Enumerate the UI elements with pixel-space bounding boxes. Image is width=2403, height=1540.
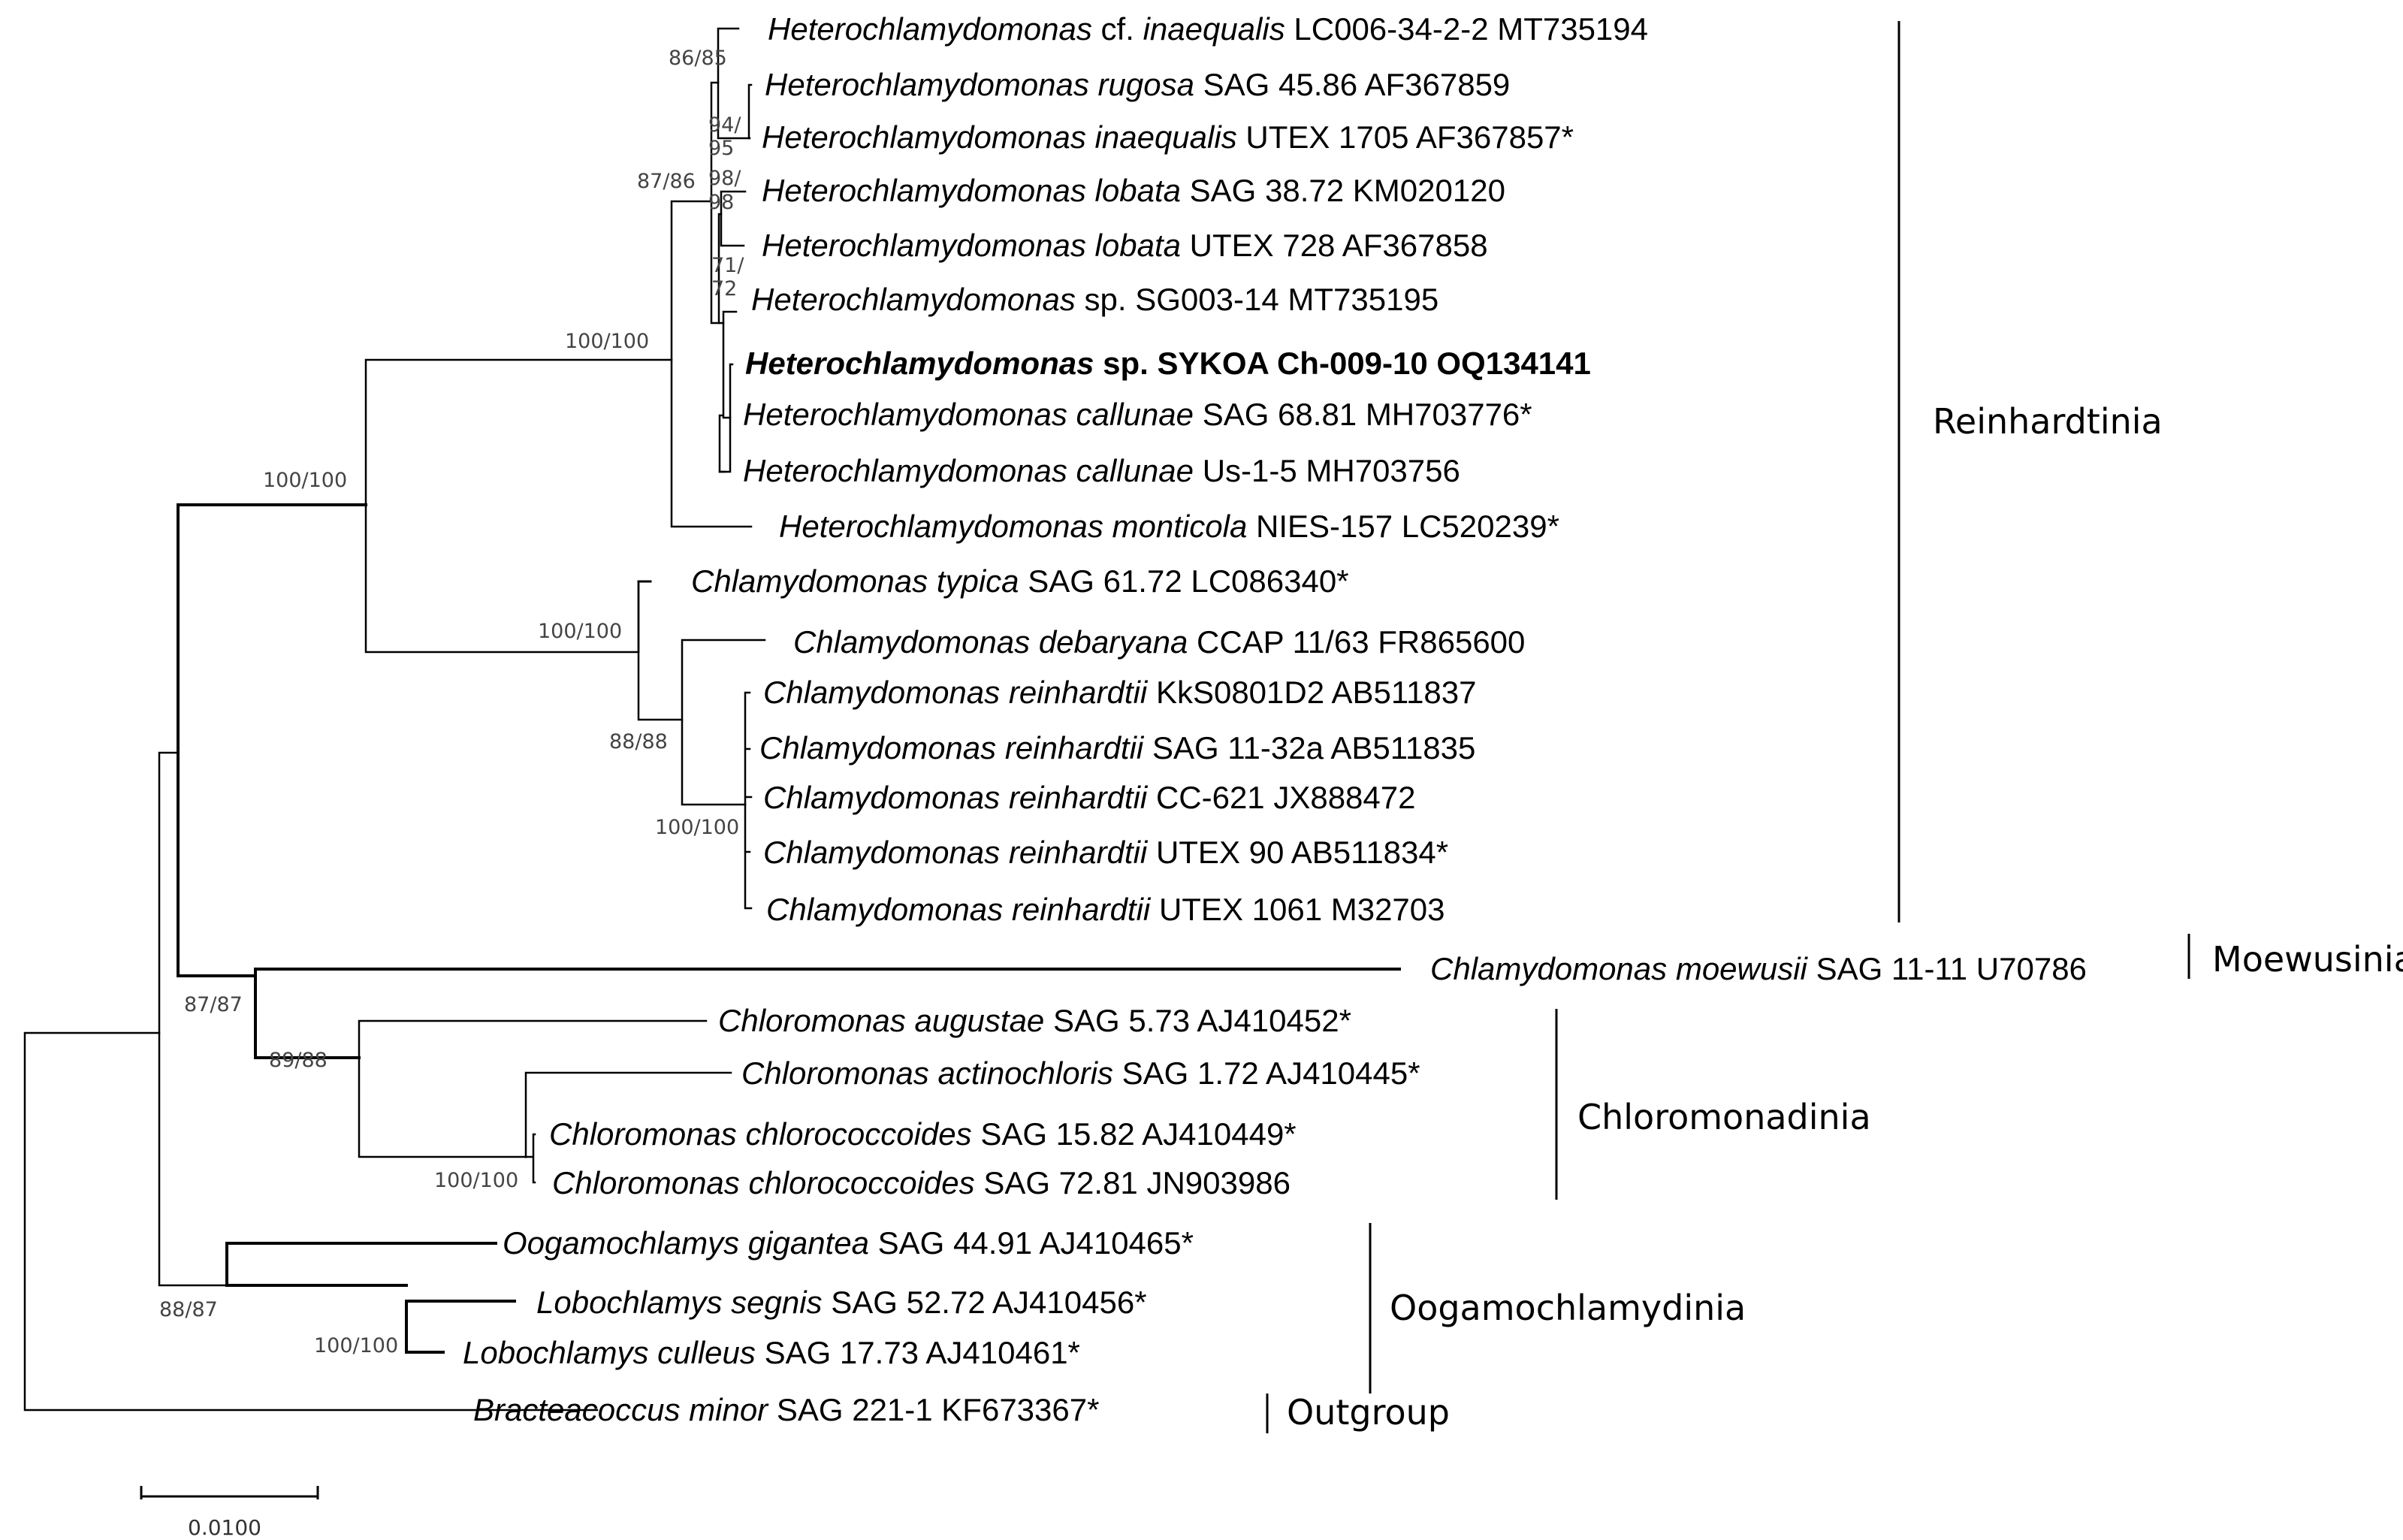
hetero-top-node	[717, 27, 750, 140]
taxon-label: Heterochlamydomonas inaequalis UTEX 1705…	[762, 119, 1574, 155]
taxon-label: Chlamydomonas typica SAG 61.72 LC086340*	[691, 563, 1349, 599]
taxon-label: Chloromonas chlorococcoides SAG 15.82 AJ…	[549, 1116, 1297, 1152]
reinhardtii-node	[744, 691, 753, 910]
taxon-label: Chlamydomonas reinhardtii UTEX 1061 M327…	[766, 892, 1445, 927]
support-value: 86/85	[669, 47, 727, 70]
hetero-inner-node	[710, 81, 720, 325]
tree-branches	[23, 27, 1401, 1412]
chlamy-debaryana-node	[681, 639, 766, 806]
support-value: 100/100	[263, 469, 347, 492]
sp-node	[722, 310, 738, 419]
scale-bar-label: 0.0100	[188, 1515, 261, 1540]
clade-brackets: Reinhardtinia Moewusinia Chloromonadinia…	[1266, 21, 2403, 1433]
taxon-label: Heterochlamydomonas callunae SAG 68.81 M…	[743, 397, 1532, 432]
taxon-label: Chloromonas actinochloris SAG 1.72 AJ410…	[741, 1055, 1420, 1091]
lobata-node	[720, 190, 747, 247]
taxon-label: Heterochlamydomonas callunae Us-1-5 MH70…	[743, 453, 1460, 488]
chlamy-clade-root	[637, 580, 652, 652]
rugosa-inaequalis-node	[747, 83, 753, 140]
callunae-node	[718, 414, 726, 473]
moewusinia-chloro-node	[254, 968, 1401, 1059]
support-value: 71/	[711, 254, 744, 277]
clean-branches	[405, 580, 652, 1354]
scale-bar: 0.0100	[140, 1486, 319, 1540]
taxon-label: Heterochlamydomonas sp. SG003-14 MT73519…	[751, 282, 1438, 317]
support-value: 89/88	[269, 1049, 328, 1072]
main-node	[177, 503, 367, 977]
clade-label: Oogamochlamydinia	[1390, 1288, 1746, 1328]
support-value: 87/87	[184, 993, 243, 1016]
taxon-label: Oogamochlamys gigantea SAG 44.91 AJ41046…	[503, 1225, 1194, 1261]
taxon-label: Chlamydomonas reinhardtii CC-621 JX88847…	[763, 780, 1416, 815]
support-value: 100/100	[314, 1334, 398, 1357]
chlamydomonas-node	[637, 580, 684, 721]
clade-label: Reinhardtinia	[1933, 401, 2163, 442]
taxon-label: Bracteacoccus minor SAG 221-1 KF673367*	[473, 1392, 1099, 1427]
root-branch	[23, 1031, 599, 1412]
support-value: 98/	[708, 167, 741, 190]
taxon-label: Heterochlamydomonas cf. inaequalis LC006…	[768, 11, 1648, 47]
clade-label: Chloromonadinia	[1577, 1097, 1871, 1137]
support-value: 88/87	[159, 1298, 218, 1321]
taxon-label: Lobochlamys culleus SAG 17.73 AJ410461*	[463, 1335, 1080, 1370]
branch-set	[524, 580, 652, 1158]
taxon-label: Chlamydomonas reinhardtii SAG 11-32a AB5…	[759, 730, 1475, 765]
heterochlamydomonas-node	[670, 200, 753, 528]
taxon-label: Chlamydomonas moewusii SAG 11-11 U70786	[1430, 951, 2087, 986]
tip-branches	[524, 580, 652, 1158]
reinhardtinia-node	[364, 358, 673, 654]
support-values: 86/85 94/ 95 87/86 98/ 98 71/ 72 100/100…	[159, 47, 744, 1357]
taxon-label: Chlamydomonas reinhardtii KkS0801D2 AB51…	[763, 675, 1477, 710]
support-value: 100/100	[434, 1169, 518, 1192]
support-value: 100/100	[565, 330, 649, 353]
oogamochlamydinia-node	[225, 1242, 497, 1287]
taxon-label: Chlamydomonas debaryana CCAP 11/63 FR865…	[793, 624, 1525, 660]
support-value: 72	[711, 277, 737, 300]
taxon-labels: Heterochlamydomonas cf. inaequalis LC006…	[463, 11, 2087, 1427]
cc-node	[524, 1133, 536, 1184]
taxon-label: Chlamydomonas reinhardtii UTEX 90 AB5118…	[763, 835, 1448, 870]
taxon-label: Heterochlamydomonas monticola NIES-157 L…	[779, 509, 1559, 544]
taxon-label: Chloromonas augustae SAG 5.73 AJ410452*	[718, 1003, 1351, 1038]
support-value: 98	[708, 191, 734, 214]
taxon-label: Heterochlamydomonas lobata UTEX 728 AF36…	[762, 228, 1488, 263]
support-value: 87/86	[637, 170, 696, 193]
support-value: 100/100	[655, 816, 739, 839]
ingroup-node	[158, 751, 228, 1287]
chloromonadinia-node	[358, 1019, 708, 1158]
taxon-label: Heterochlamydomonas rugosa SAG 45.86 AF3…	[765, 67, 1510, 102]
taxon-label: Chloromonas chlorococcoides SAG 72.81 JN…	[552, 1165, 1291, 1200]
taxon-label: Lobochlamys segnis SAG 52.72 AJ410456*	[536, 1285, 1147, 1320]
support-value: 88/88	[609, 730, 668, 753]
scale-bar-line	[140, 1486, 319, 1499]
taxon-label-highlighted: Heterochlamydomonas sp. SYKOA Ch-009-10 …	[745, 346, 1591, 381]
clade-label: Moewusinia	[2212, 939, 2403, 980]
support-value: 94/	[708, 113, 741, 137]
support-value: 100/100	[538, 620, 622, 643]
clade-label: Outgroup	[1287, 1392, 1450, 1433]
support-value: 95	[708, 137, 734, 160]
taxon-label: Heterochlamydomonas lobata SAG 38.72 KM0…	[762, 173, 1505, 208]
